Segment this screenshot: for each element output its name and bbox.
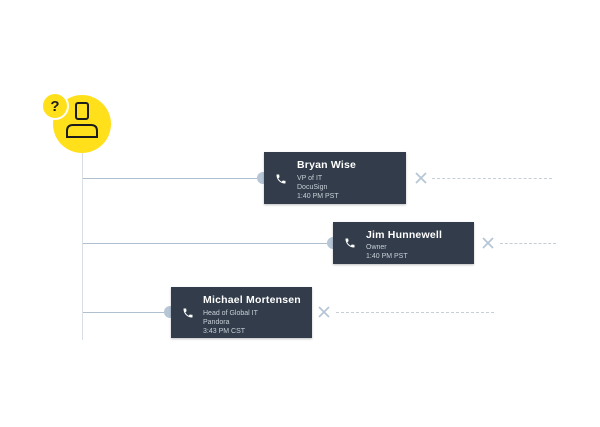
question-mark-icon: ? — [41, 92, 69, 120]
connector-line — [83, 178, 265, 179]
contact-company: Pandora — [203, 319, 230, 326]
person-icon — [66, 102, 98, 138]
dashed-connector — [500, 243, 556, 244]
contact-name: Jim Hunnewell — [366, 229, 443, 241]
close-icon[interactable] — [318, 306, 330, 318]
contact-card-bryan-wise[interactable]: Bryan Wise VP of IT DocuSign 1:40 PM PST — [264, 152, 406, 204]
connector-line — [83, 243, 333, 244]
close-icon[interactable] — [415, 172, 427, 184]
dashed-connector — [336, 312, 494, 313]
contact-time: 3:43 PM CST — [203, 328, 246, 335]
dashed-connector — [432, 178, 552, 179]
contact-card-michael-mortensen[interactable]: Michael Mortensen Head of Global IT Pand… — [171, 287, 312, 338]
phone-icon — [183, 308, 193, 318]
contact-company: DocuSign — [297, 184, 328, 191]
contact-name: Michael Mortensen — [203, 294, 301, 306]
phone-icon — [345, 238, 355, 248]
contact-title: Head of Global IT — [203, 310, 258, 317]
connector-line — [83, 312, 173, 313]
contact-card-jim-hunnewell[interactable]: Jim Hunnewell Owner 1:40 PM PST — [333, 222, 474, 264]
timeline-trunk — [82, 140, 83, 340]
contact-title: Owner — [366, 244, 387, 251]
close-icon[interactable] — [482, 237, 494, 249]
contact-time: 1:40 PM PST — [297, 193, 339, 200]
contact-title: VP of IT — [297, 175, 323, 182]
contact-name: Bryan Wise — [297, 159, 357, 171]
phone-icon — [276, 174, 286, 184]
contact-time: 1:40 PM PST — [366, 253, 408, 260]
